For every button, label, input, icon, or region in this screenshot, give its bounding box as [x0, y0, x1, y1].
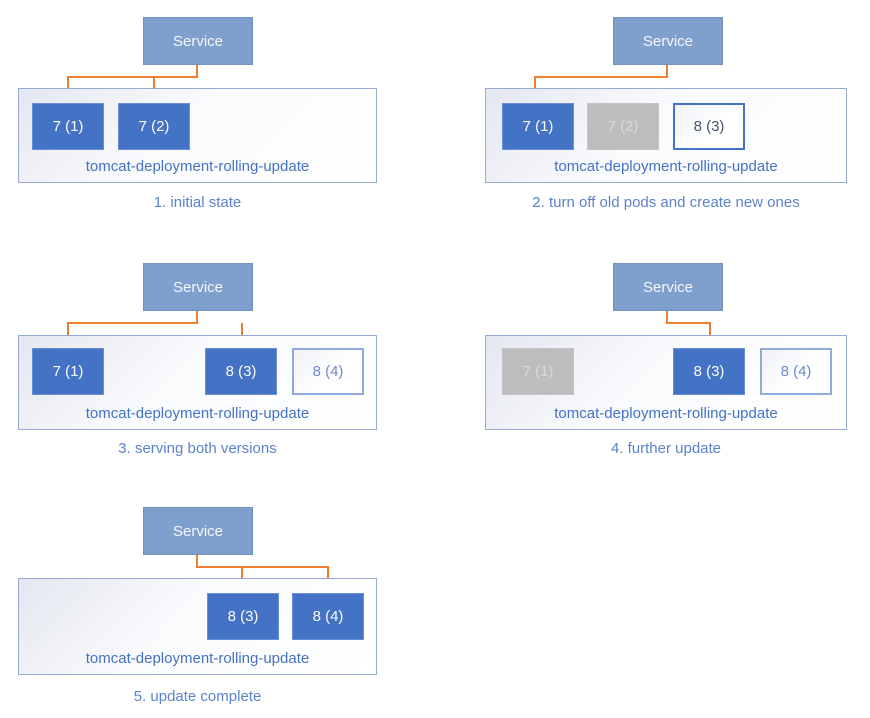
service-box: Service: [143, 263, 253, 311]
step-caption: 3. serving both versions: [118, 440, 277, 457]
service-box: Service: [143, 17, 253, 65]
deployment-label: tomcat-deployment-rolling-update: [85, 405, 310, 422]
pod-8-3: 8 (3): [207, 593, 279, 640]
pod-7-1: 7 (1): [32, 103, 104, 150]
step-caption: 2. turn off old pods and create new ones: [532, 194, 800, 211]
deployment-label: tomcat-deployment-rolling-update: [554, 405, 778, 422]
deployment-label: tomcat-deployment-rolling-update: [85, 650, 310, 667]
pod-8-4: 8 (4): [292, 593, 364, 640]
service-box: Service: [143, 507, 253, 555]
pod-8-3: 8 (3): [673, 348, 745, 395]
pod-7-2: 7 (2): [118, 103, 190, 150]
deployment-label: tomcat-deployment-rolling-update: [85, 158, 310, 175]
service-box: Service: [613, 17, 723, 65]
pod-7-1: 7 (1): [502, 103, 574, 150]
step-caption: 1. initial state: [153, 194, 242, 211]
pod-7-2-terminated: 7 (2): [587, 103, 659, 150]
pod-8-4-pending: 8 (4): [292, 348, 364, 395]
service-box: Service: [613, 263, 723, 311]
deployment-label: tomcat-deployment-rolling-update: [554, 158, 778, 175]
pod-7-1: 7 (1): [32, 348, 104, 395]
deployment-box: tomcat-deployment-rolling-update: [485, 88, 847, 183]
pod-8-3-new: 8 (3): [673, 103, 745, 150]
pod-8-4-pending: 8 (4): [760, 348, 832, 395]
step-caption: 5. update complete: [133, 688, 262, 705]
pod-8-3: 8 (3): [205, 348, 277, 395]
pod-7-1-terminated: 7 (1): [502, 348, 574, 395]
step-caption: 4. further update: [610, 440, 722, 457]
